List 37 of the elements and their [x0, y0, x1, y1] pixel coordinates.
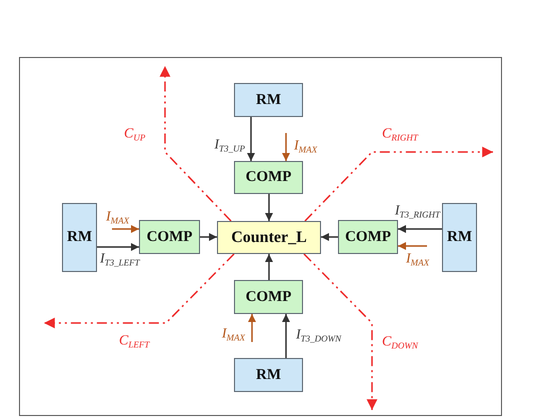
- arrow: [248, 314, 256, 342]
- edge-label: C$_{RIGHT}$: [382, 126, 418, 144]
- arrow: [282, 133, 290, 161]
- edge-label: I$_{MAX}$: [222, 326, 245, 344]
- arrow: [321, 233, 338, 241]
- arrow: [265, 194, 273, 221]
- dash-dot-arrow: [303, 253, 378, 410]
- comparator-block: COMP: [139, 220, 200, 254]
- rm-block: RM: [62, 203, 97, 272]
- comparator-block: COMP: [338, 220, 398, 254]
- edge-label: I$_{T3_RIGHT}$: [394, 204, 440, 220]
- arrow: [247, 117, 255, 161]
- comparator-block: COMP: [234, 161, 303, 194]
- dash-dot-arrow: [304, 146, 493, 222]
- arrow: [200, 233, 217, 241]
- arrow: [97, 243, 139, 251]
- arrow: [282, 314, 290, 358]
- rm-block: RM: [234, 83, 303, 117]
- arrow: [265, 254, 273, 280]
- arrow: [398, 225, 442, 233]
- edge-label: I$_{MAX}$: [106, 210, 130, 226]
- comparator-block: COMP: [234, 280, 303, 314]
- edge-label: I$_{T3_LEFT}$: [100, 252, 140, 268]
- dash-dot-arrow: [160, 66, 232, 222]
- edge-label: I$_{MAX}$: [294, 138, 318, 156]
- rm-block: RM: [442, 203, 477, 272]
- arrow: [398, 242, 427, 250]
- arrow: [112, 225, 139, 233]
- edge-label: I$_{MAX}$: [406, 252, 430, 268]
- edge-label: I$_{T3_UP}$: [214, 138, 245, 154]
- rm-block: RM: [234, 358, 303, 392]
- edge-label: I$_{T3_DOWN}$: [296, 328, 342, 344]
- edge-label: C$_{DOWN}$: [382, 334, 418, 352]
- dash-dot-arrow: [44, 253, 235, 328]
- edge-label: C$_{UP}$: [124, 126, 146, 144]
- counter-block: Counter_L: [217, 221, 321, 254]
- edge-label: C$_{LEFT}$: [119, 334, 150, 350]
